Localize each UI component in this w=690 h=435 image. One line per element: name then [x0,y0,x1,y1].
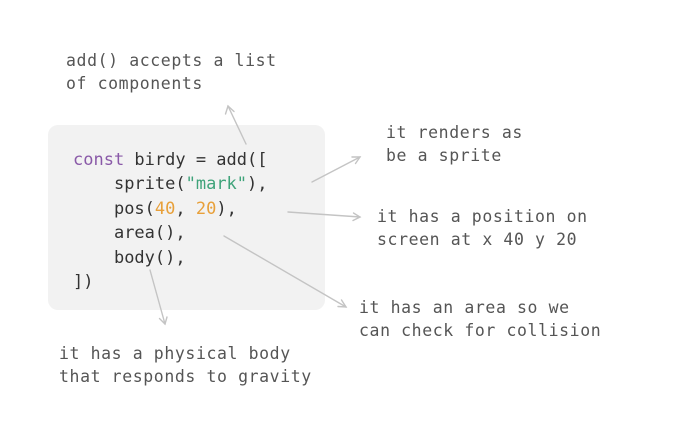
note-add-line-1: add() accepts a list [66,51,277,70]
note-pos: it has a position on screen at x 40 y 20 [377,205,588,251]
sprite-call-open: sprite( [113,174,186,195]
note-area-line-1: it has an area so we [359,298,570,317]
arrow-add [224,104,247,145]
arrow-pos [287,211,362,222]
pos-call-open: pos( [113,198,155,219]
note-pos-line-2: screen at x 40 y 20 [377,230,578,249]
note-add-line-2: of components [66,74,203,93]
note-body: it has a physical body that responds to … [59,342,312,388]
area-call: area(), [113,223,186,244]
pos-x-number: 40 [154,198,176,219]
code-block-background [48,125,325,310]
note-area-line-2: can check for collision [359,321,602,340]
pos-call-close: ), [216,198,237,219]
note-add: add() accepts a list of components [66,49,277,95]
sprite-call-close: ), [247,174,268,195]
sprite-string-arg: "mark" [185,174,248,195]
pos-y-number: 20 [195,198,217,219]
note-body-line-2: that responds to gravity [59,367,312,386]
note-body-line-1: it has a physical body [59,344,291,363]
code-block: const birdy = add([ sprite("mark"), pos(… [73,148,268,294]
note-sprite: it renders as be a sprite [386,121,523,167]
note-pos-line-1: it has a position on [377,207,588,226]
arrow-body [149,269,168,326]
pos-separator: , [175,198,196,219]
code-line-declaration: birdy = add([ [124,150,268,170]
arrow-sprite [311,156,362,183]
note-sprite-line-1: it renders as [386,123,523,142]
arrow-area [223,235,348,308]
const-keyword: const [73,150,125,170]
body-call: body(), [113,247,186,268]
code-line-close: ]) [73,272,94,293]
note-sprite-line-2: be a sprite [386,146,502,165]
note-area: it has an area so we can check for colli… [359,296,601,342]
